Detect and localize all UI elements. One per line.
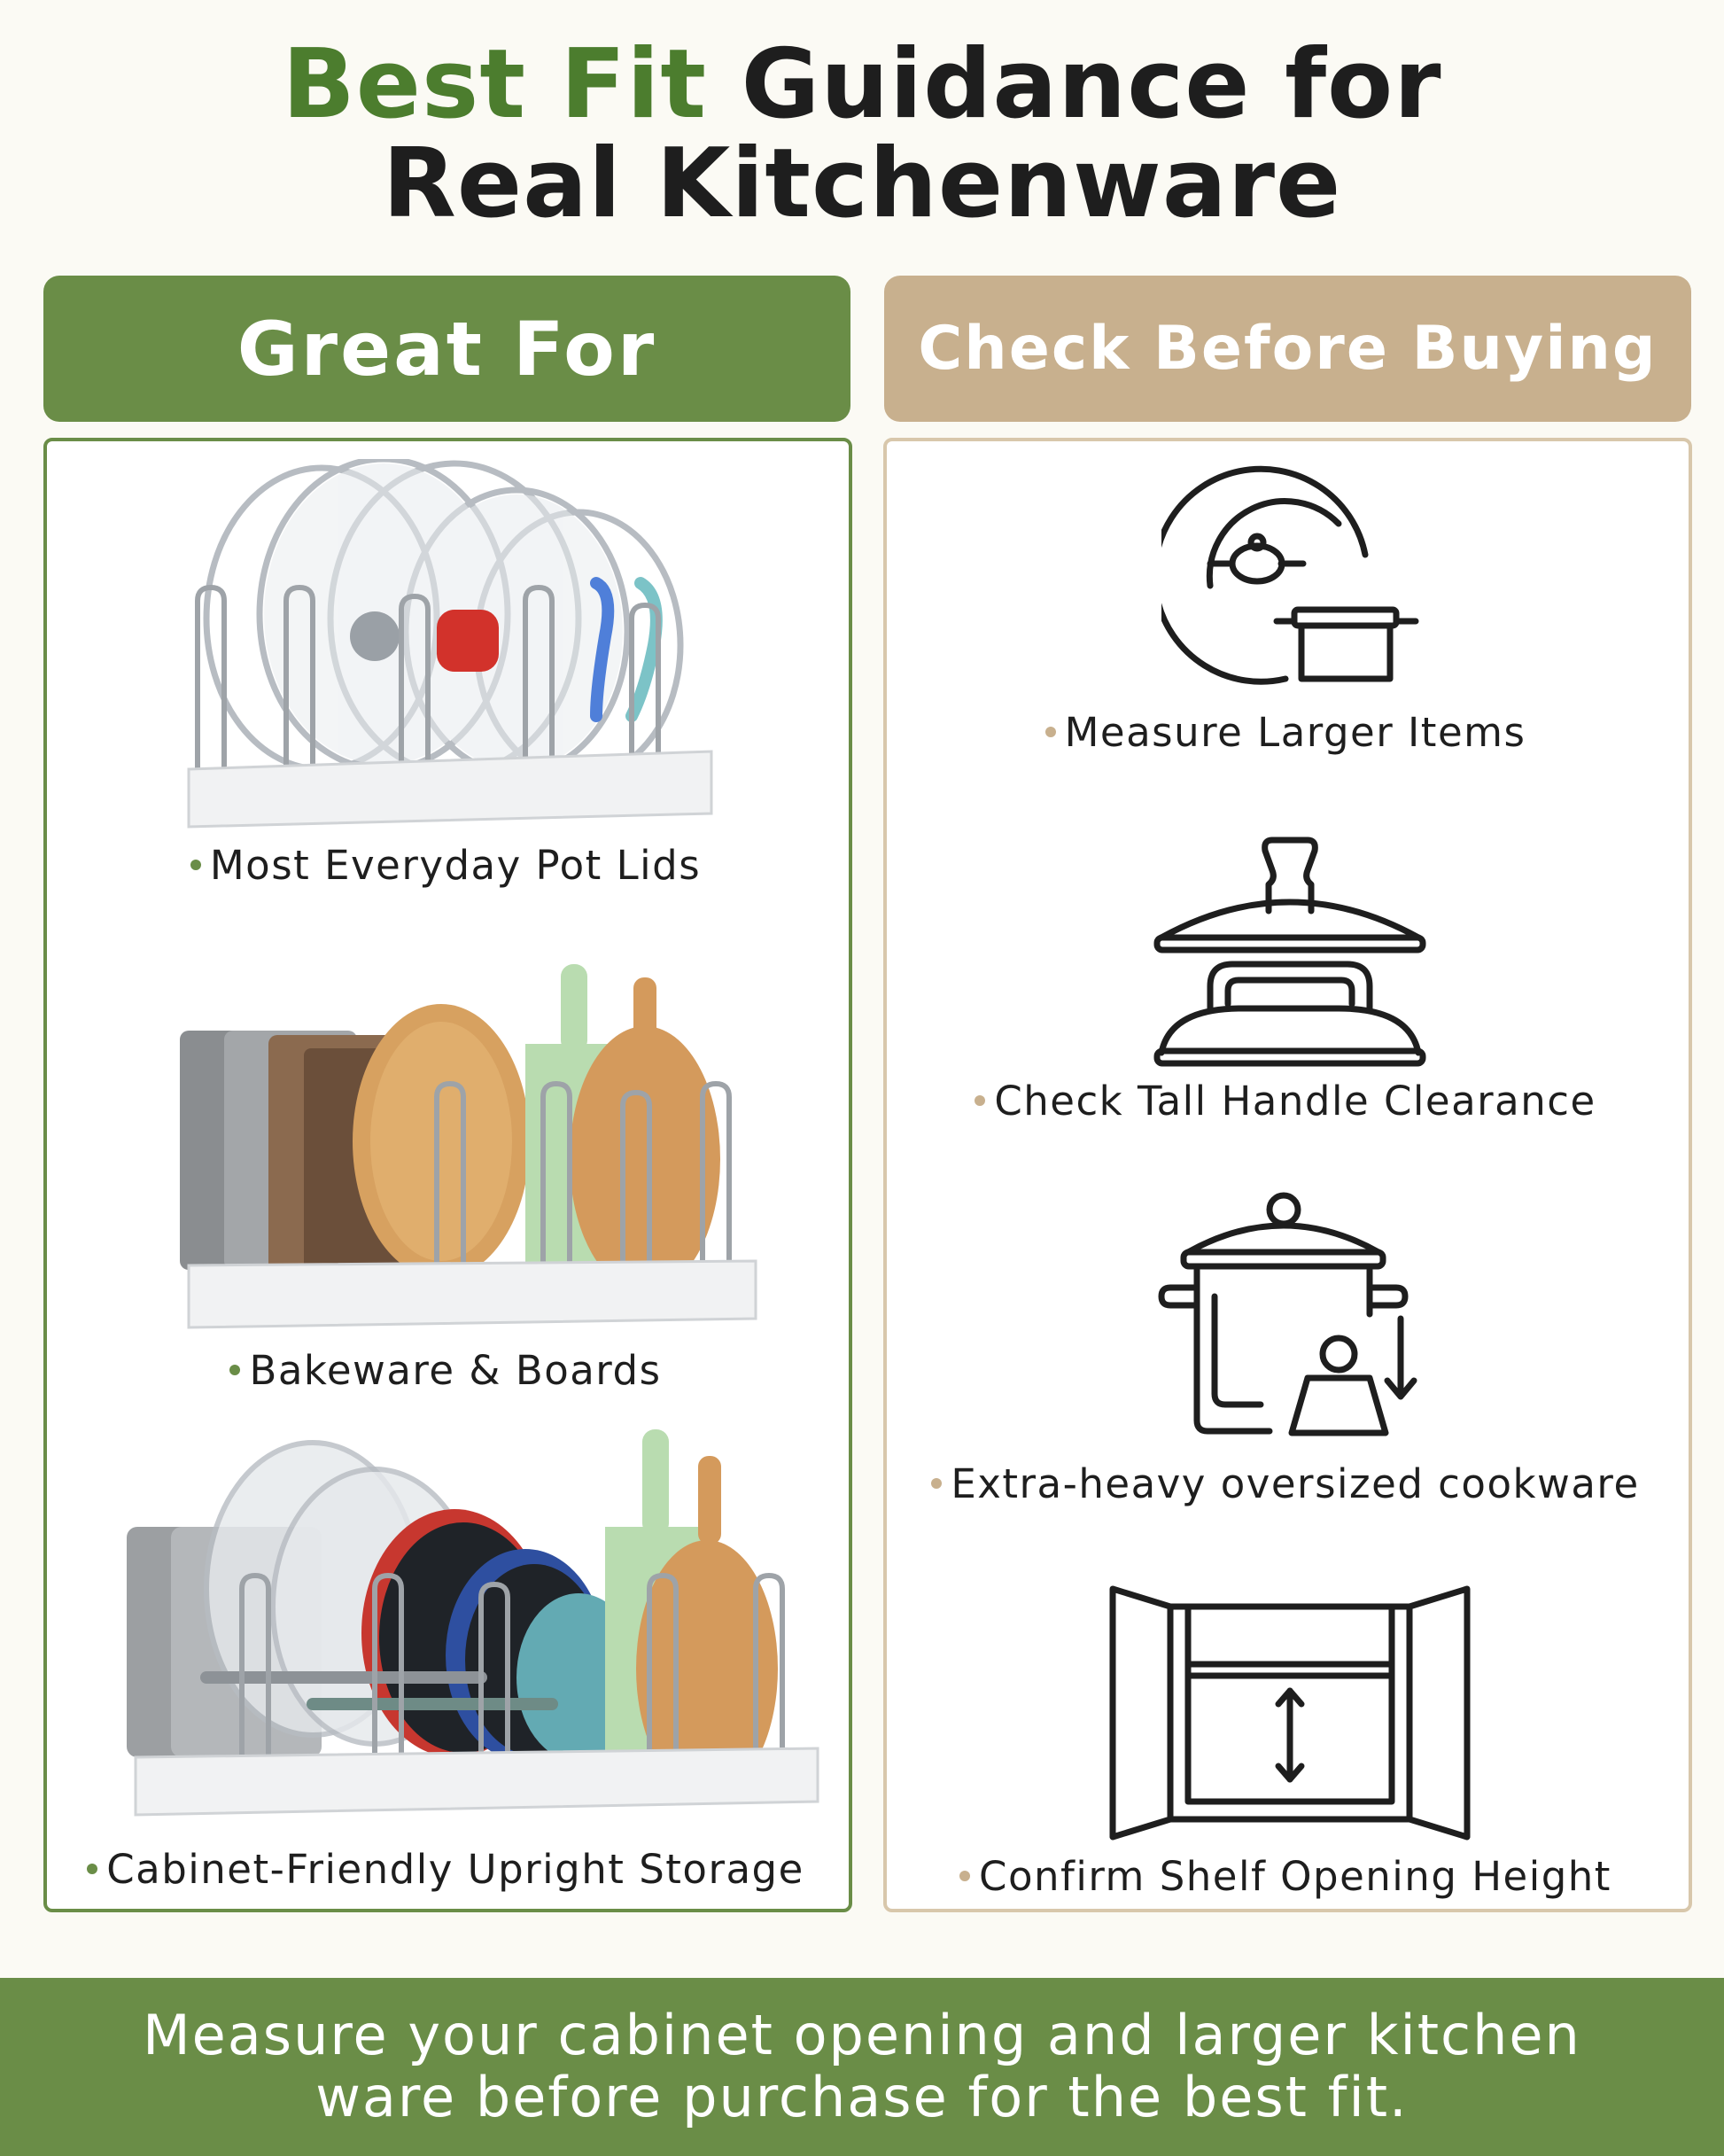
great-for-label-2: Bakeware & Boards	[249, 1347, 662, 1394]
bakeware-boards-rack-photo	[180, 964, 757, 1329]
list-item: Most Everyday Pot Lids	[47, 842, 844, 889]
check-label-2: Check Tall Handle Clearance	[994, 1078, 1596, 1125]
page-title: Best Fit Guidance for Real Kitchenware	[0, 35, 1724, 234]
lid-handles-icon	[1153, 837, 1426, 1067]
check-before-panel: Measure Larger Items Check Tall Handle C…	[883, 438, 1692, 1912]
bullet-dot	[87, 1864, 98, 1874]
lid-and-pot-icon	[1161, 465, 1419, 685]
bullet-dot	[229, 1365, 241, 1375]
check-label-3: Extra-heavy oversized cookware	[951, 1460, 1640, 1507]
great-for-header-label: Great For	[237, 305, 657, 393]
great-for-label-3: Cabinet-Friendly Upright Storage	[106, 1846, 804, 1893]
check-before-header-label: Check Before Buying	[918, 314, 1658, 384]
banner-line-1: Measure your cabinet opening and larger …	[143, 2003, 1581, 2067]
list-item: Check Tall Handle Clearance	[887, 1078, 1684, 1125]
check-label-4: Confirm Shelf Opening Height	[979, 1853, 1611, 1900]
cabinet-height-icon	[1109, 1585, 1471, 1841]
pot-lid-rack-photo	[187, 459, 713, 829]
great-for-header: Great For	[43, 276, 850, 422]
bullet-dot	[1044, 727, 1056, 737]
title-line-1: Best Fit Guidance for	[0, 35, 1724, 135]
list-item: Extra-heavy oversized cookware	[887, 1460, 1684, 1507]
list-item: Measure Larger Items	[887, 709, 1684, 756]
check-before-header: Check Before Buying	[884, 276, 1691, 422]
bullet-dot	[190, 860, 201, 870]
list-item: Confirm Shelf Opening Height	[887, 1853, 1684, 1900]
heavy-pot-weight-icon	[1158, 1192, 1417, 1436]
banner-line-2: ware before purchase for the best fit.	[315, 2065, 1409, 2129]
footer-banner: Measure your cabinet opening and larger …	[0, 1978, 1724, 2156]
great-for-label-1: Most Everyday Pot Lids	[209, 842, 702, 889]
bullet-dot	[931, 1478, 943, 1489]
title-line-2: Real Kitchenware	[382, 128, 1342, 239]
title-line-1-rest: Guidance for	[706, 29, 1442, 140]
bullet-dot	[975, 1095, 986, 1106]
great-for-panel: Most Everyday Pot Lids Bakeware & Boards	[43, 438, 852, 1912]
title-accent: Best Fit	[282, 29, 707, 140]
list-item: Cabinet-Friendly Upright Storage	[47, 1846, 844, 1893]
check-label-1: Measure Larger Items	[1064, 709, 1526, 756]
mixed-cookware-rack-photo	[127, 1429, 819, 1817]
list-item: Bakeware & Boards	[47, 1347, 844, 1394]
bullet-dot	[959, 1871, 971, 1881]
